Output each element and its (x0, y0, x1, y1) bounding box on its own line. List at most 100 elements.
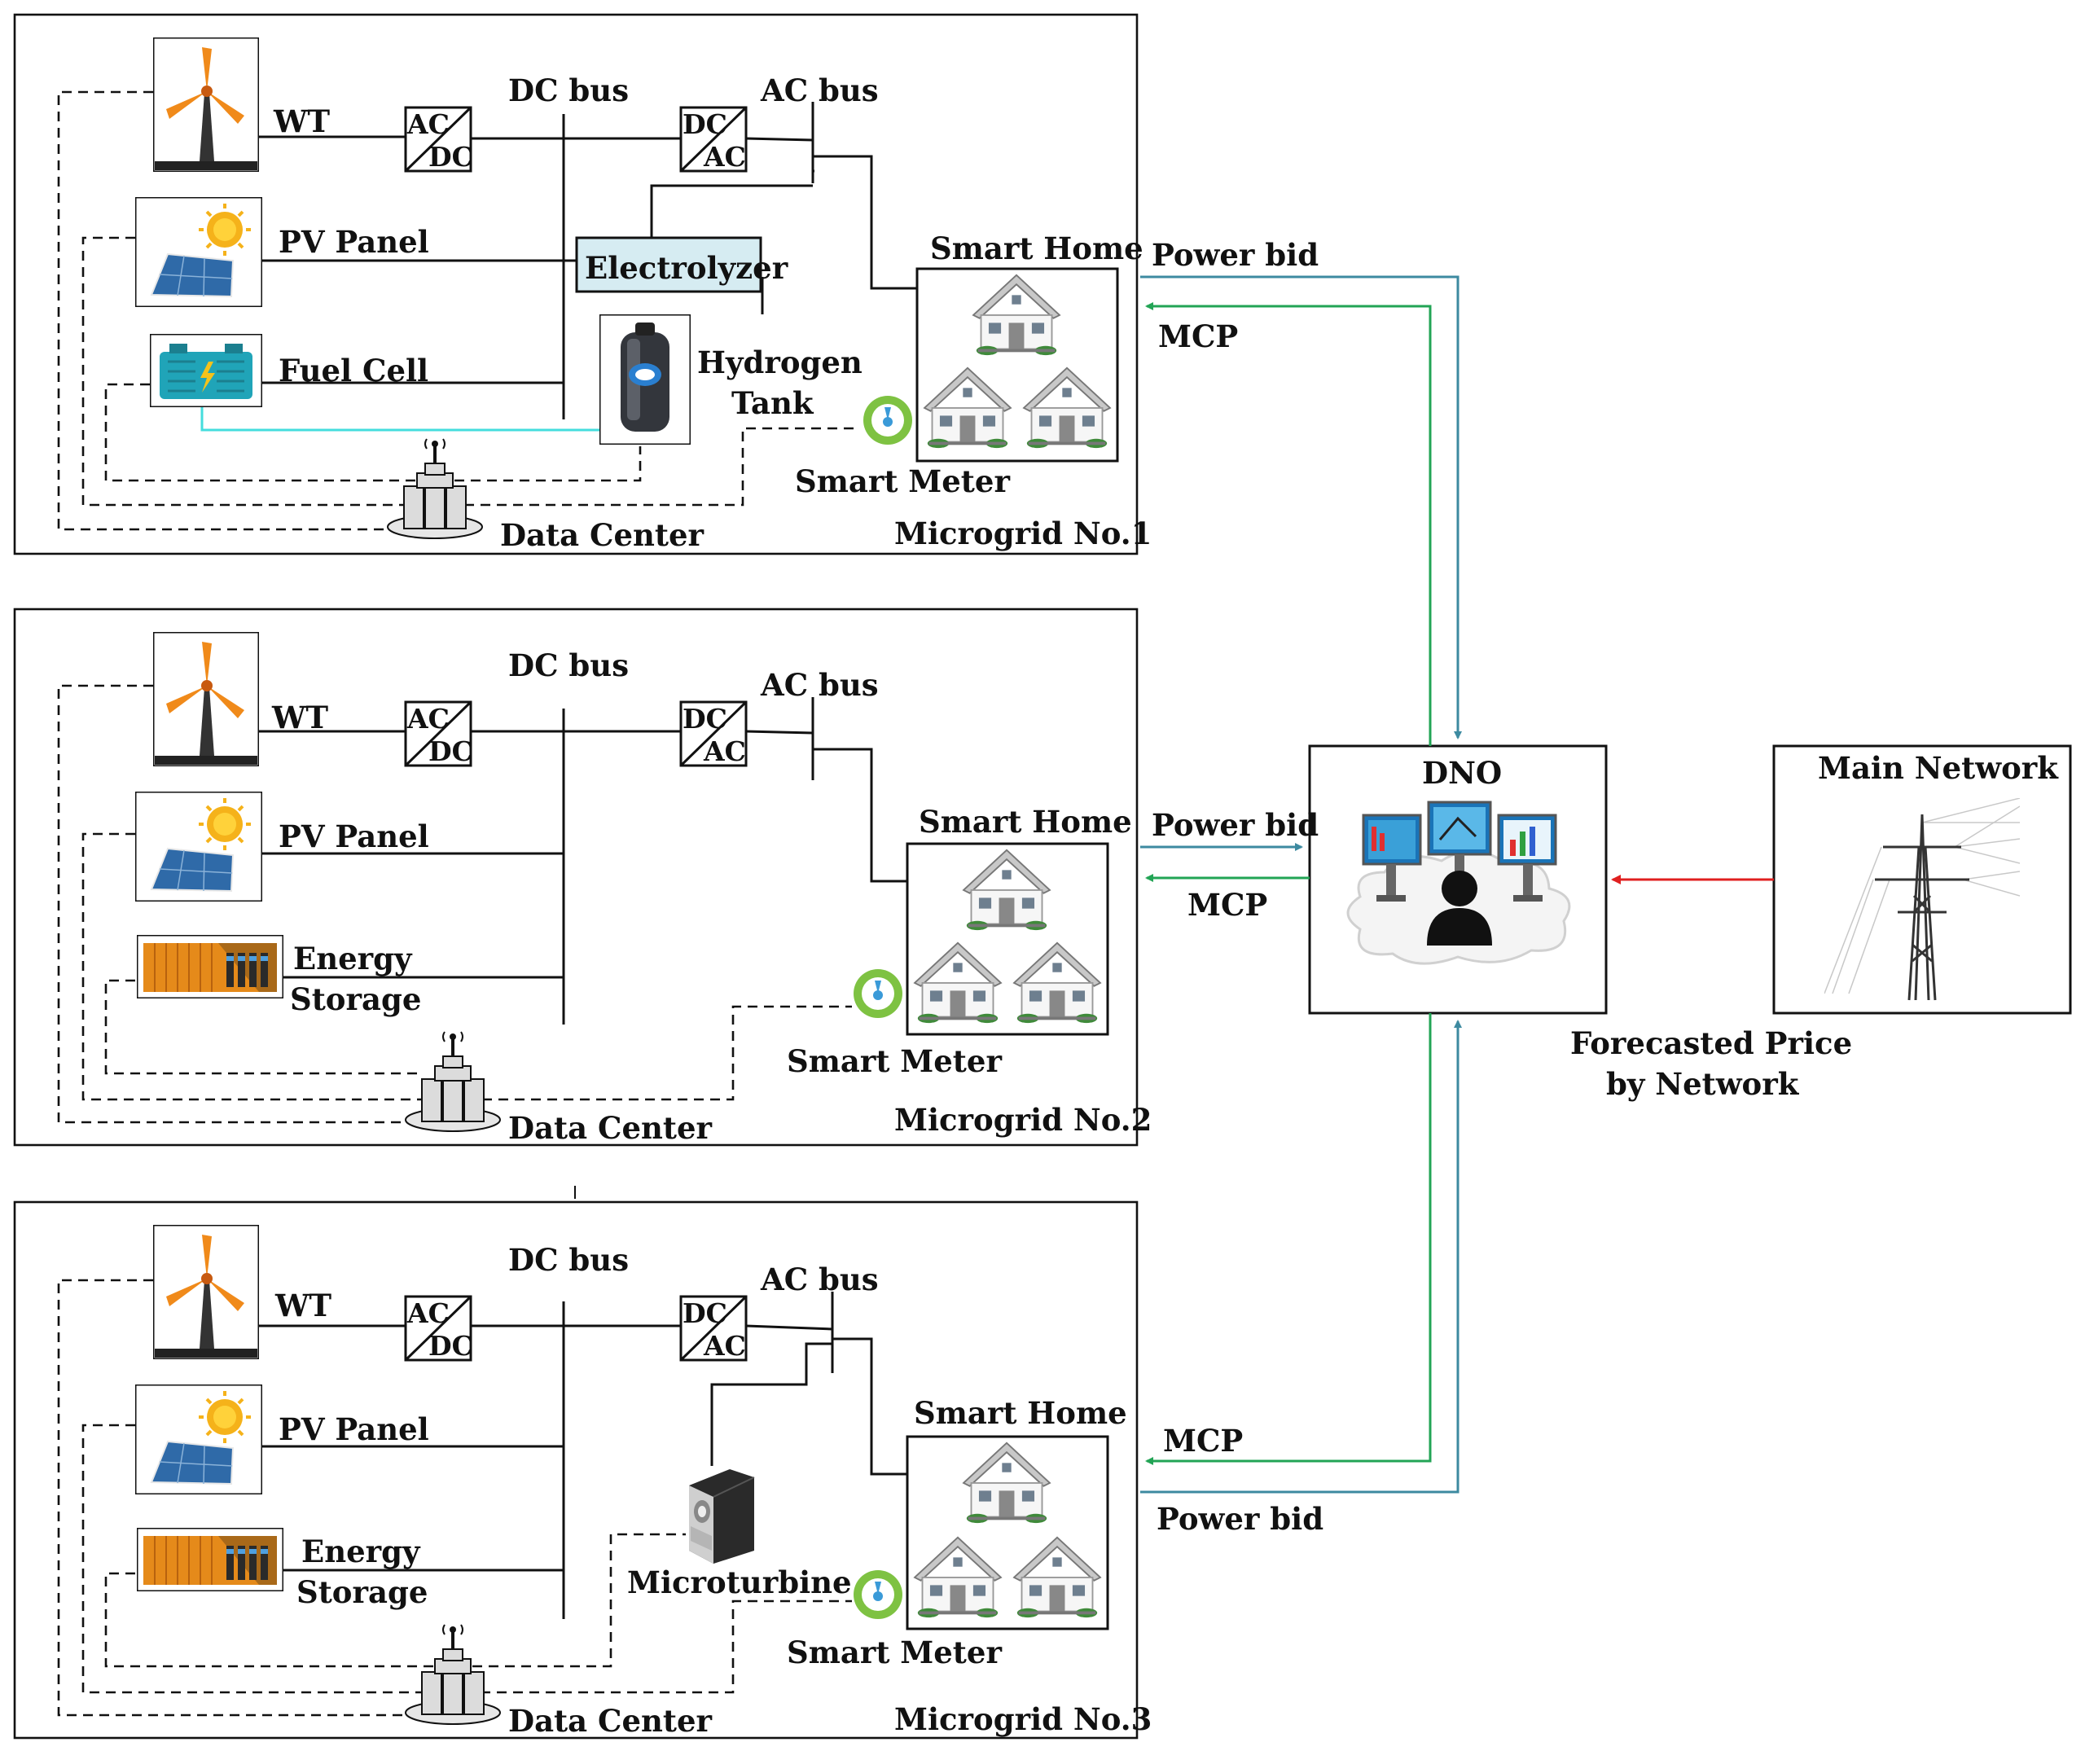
mg3-ac-dc-converter: AC DC (404, 1295, 473, 1362)
mg2-power-wiring (259, 697, 907, 1025)
microgrid-3: AC DC DC AC WT DC bus AC bus PV Panel En… (13, 1200, 1152, 1740)
mg2-conv1-bottom: DC (428, 735, 473, 767)
mg1-tank-label-1: Hydrogen (697, 344, 863, 380)
mg2-conv1-top: AC (406, 703, 450, 735)
mg2-dc-bus-label: DC bus (508, 647, 629, 683)
mg2-conv2-top: DC (683, 703, 727, 735)
mg1-dc-bus-label: DC bus (508, 72, 629, 108)
microgrid-1-frame (13, 13, 1139, 555)
mg1-mcp-label: MCP (1158, 318, 1238, 354)
forecast-label-1: Forecasted Price (1570, 1025, 1852, 1061)
mg3-title: Microgrid No.3 (894, 1701, 1152, 1737)
mg1-power-bid-label: Power bid (1152, 237, 1319, 273)
mg2-storage-label-2: Storage (290, 981, 421, 1017)
mg1-smart-home (915, 267, 1119, 463)
mg1-comm-lines (57, 90, 855, 531)
electrolyzer: Electrolyzer (575, 236, 788, 293)
mg2-mcp-label: MCP (1187, 887, 1267, 923)
pv-panel-icon (135, 1384, 262, 1494)
mg2-dc-ac-converter: DC AC (679, 700, 748, 767)
mg1-data-center-label: Data Center (500, 517, 705, 553)
dno-label: DNO (1422, 755, 1502, 791)
mg3-mcp-arrow (1145, 1013, 1432, 1465)
pv-panel-icon (135, 197, 262, 307)
mg3-smart-home-label: Smart Home (914, 1395, 1127, 1431)
mg3-microturbine-label: Microturbine (627, 1564, 852, 1600)
mg1-conv1-top: AC (406, 108, 450, 140)
mg1-tank-label-2: Tank (731, 385, 814, 421)
pv-panel-icon (135, 792, 262, 902)
mg3-market-links: MCP Power bid (1140, 1013, 1462, 1537)
mg2-conv2-bottom: AC (703, 735, 746, 767)
mg1-title: Microgrid No.1 (894, 516, 1152, 551)
hydrogen-tank-icon (599, 314, 691, 445)
mg2-data-center-label: Data Center (508, 1110, 713, 1146)
mg3-ac-bus-label: AC bus (760, 1262, 879, 1297)
forecast-label-2: by Network (1606, 1066, 1800, 1102)
mg3-wt-label: WT (274, 1288, 332, 1323)
microgrid-2-frame (13, 608, 1139, 1147)
mg1-fuel-cell-label: Fuel Cell (279, 353, 428, 388)
mg3-power-bid-arrow (1140, 1020, 1462, 1494)
mg2-comm-lines (57, 684, 852, 1124)
mg2-ac-bus-label: AC bus (760, 667, 879, 703)
mg2-title: Microgrid No.2 (894, 1102, 1152, 1138)
mg2-smart-meter-label: Smart Meter (787, 1043, 1002, 1079)
mg3-storage-label-1: Energy (301, 1534, 421, 1569)
mg2-smart-home (906, 842, 1109, 1036)
dno-block: DNO (1308, 744, 1608, 1015)
mg3-conv1-top: AC (406, 1297, 450, 1329)
mg2-pv-label: PV Panel (279, 818, 429, 854)
mg3-mcp-label: MCP (1163, 1423, 1243, 1459)
mg3-dc-bus-label: DC bus (508, 1242, 629, 1278)
mg1-pv-label: PV Panel (279, 224, 429, 260)
mg3-conv1-bottom: DC (428, 1330, 473, 1362)
mg3-power-bid-label: Power bid (1157, 1501, 1323, 1537)
mg3-power-wiring (259, 1292, 907, 1619)
mg2-smart-home-label: Smart Home (919, 804, 1132, 840)
mg2-market-links: Power bid MCP (1140, 807, 1319, 923)
fuel-cell-icon (150, 334, 262, 407)
mg1-conv1-bottom: DC (428, 141, 473, 173)
mg3-pv-label: PV Panel (279, 1411, 429, 1447)
wind-turbine-icon (153, 1225, 259, 1359)
mg2-wt-label: WT (271, 700, 329, 735)
smart-meter-icon (854, 1570, 902, 1619)
mg3-conv2-bottom: AC (703, 1330, 746, 1362)
mg1-ac-bus-label: AC bus (760, 72, 879, 108)
data-center-icon (388, 439, 482, 538)
mg3-dc-ac-converter: DC AC (679, 1295, 748, 1362)
wind-turbine-icon (153, 37, 259, 172)
mg3-smart-home (906, 1435, 1109, 1630)
mg3-data-center-label: Data Center (508, 1703, 713, 1739)
data-center-icon (406, 1625, 500, 1724)
data-center-icon (406, 1032, 500, 1131)
energy-storage-icon (137, 935, 283, 998)
mg1-power-wiring (200, 102, 917, 432)
mg1-smart-meter-label: Smart Meter (795, 463, 1010, 499)
main-network-label: Main Network (1818, 750, 2059, 786)
wind-turbine-icon (153, 632, 259, 766)
mg2-power-bid-label: Power bid (1152, 807, 1319, 843)
microgrid-3-frame (13, 1200, 1139, 1740)
microgrid-2: AC DC DC AC WT DC bus AC bus PV Panel En… (13, 608, 1152, 1147)
mg1-conv2-top: DC (683, 108, 727, 140)
mg1-market-links: Power bid MCP (1140, 237, 1462, 746)
smart-meter-icon (854, 969, 902, 1018)
mg1-dc-ac-converter: DC AC (679, 106, 748, 173)
mg3-storage-label-2: Storage (296, 1574, 428, 1610)
smart-meter-icon (863, 396, 912, 445)
mg1-wt-label: WT (273, 103, 331, 139)
microgrid-1: AC DC DC AC Electrolyzer WT DC bus AC bu (13, 13, 1152, 555)
mg1-mcp-arrow (1145, 302, 1432, 746)
mg1-ac-dc-converter: AC DC (404, 106, 473, 173)
operator-icon (1346, 801, 1571, 965)
mg1-power-bid-arrow (1140, 275, 1462, 739)
main-network-block: Main Network (1772, 744, 2072, 1015)
electrolyzer-label: Electrolyzer (585, 250, 788, 286)
mg3-smart-meter-label: Smart Meter (787, 1635, 1002, 1670)
mg1-conv2-bottom: AC (703, 141, 746, 173)
mg1-smart-home-label: Smart Home (930, 230, 1143, 266)
mg2-ac-dc-converter: AC DC (404, 700, 473, 767)
